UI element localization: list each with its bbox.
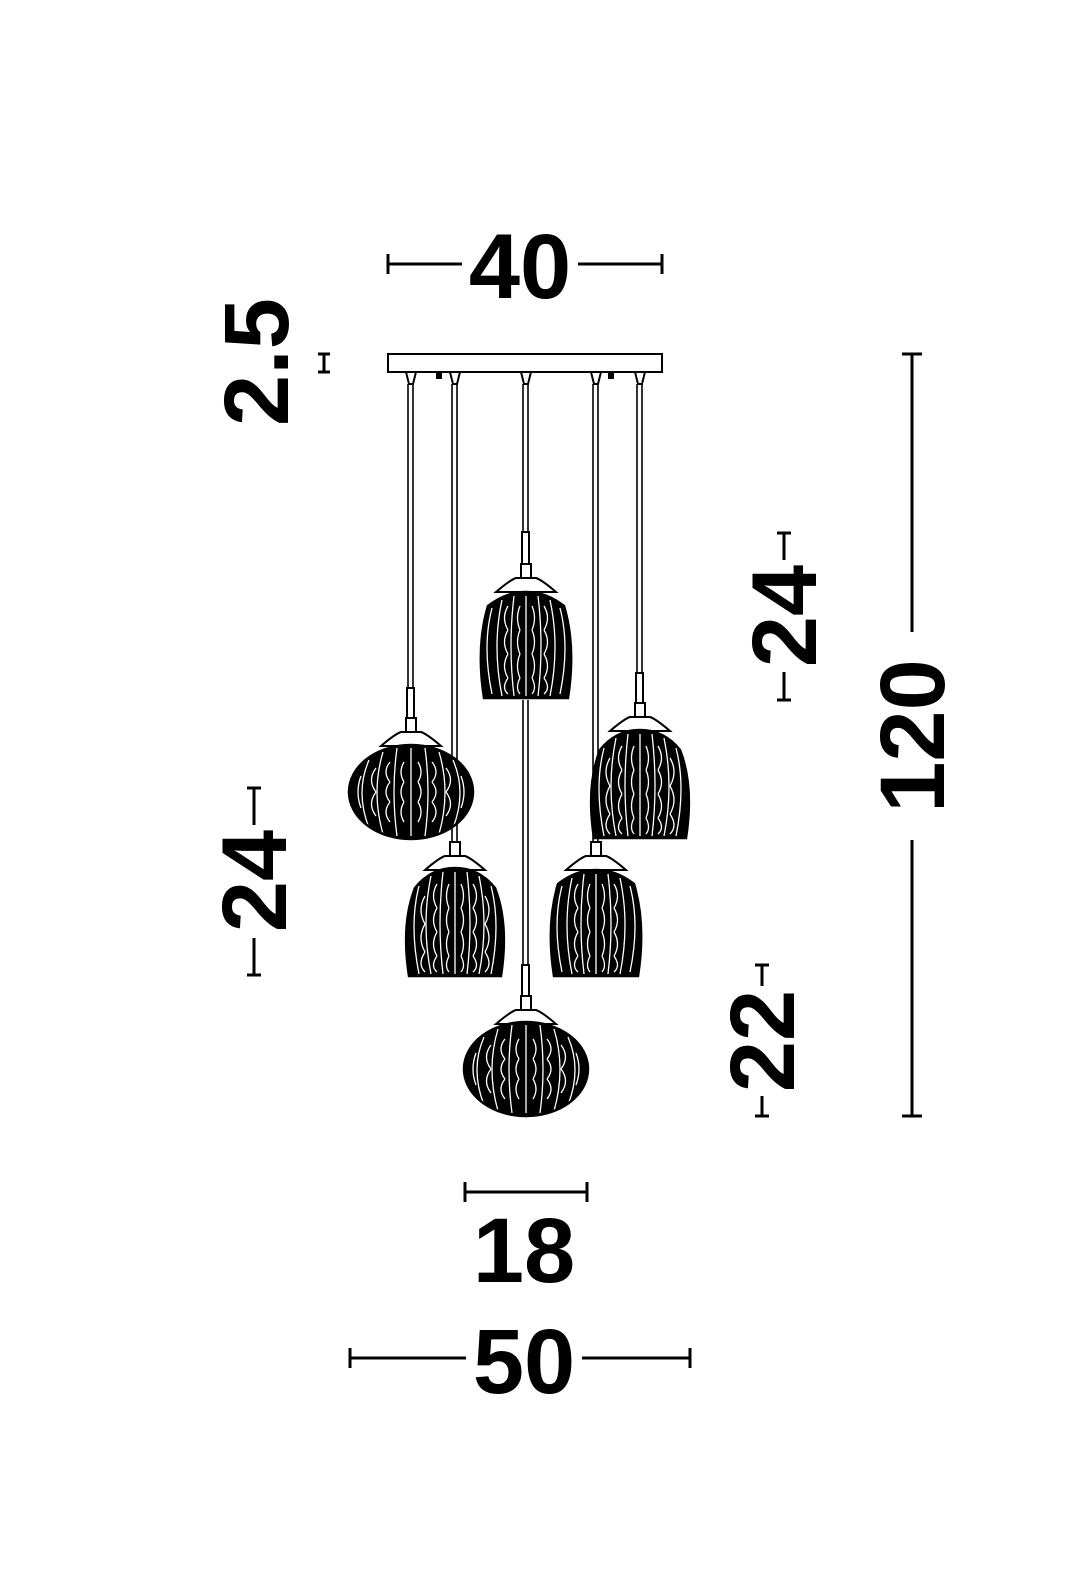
pendant-shade-lower-right bbox=[549, 841, 643, 978]
dimension-shade-height-right: 24 bbox=[734, 531, 836, 702]
pendant-shade-top-center bbox=[479, 563, 573, 700]
ceiling-canopy bbox=[387, 353, 663, 385]
overall-height-label: 120 bbox=[862, 659, 964, 813]
dimension-canopy-width: 40 bbox=[386, 216, 664, 318]
dimension-shade-height-bottom: 22 bbox=[712, 963, 814, 1118]
pendant-shade-bottom-center bbox=[462, 995, 590, 1118]
shade-height-bottom-label: 22 bbox=[712, 990, 814, 1092]
shade-width-label: 18 bbox=[473, 1200, 575, 1302]
dimension-canopy-height: 2.5 bbox=[206, 298, 330, 426]
dimension-overall-width: 50 bbox=[348, 1311, 692, 1413]
dimension-overall-height: 120 bbox=[862, 352, 964, 1118]
overall-width-label: 50 bbox=[473, 1311, 575, 1413]
canopy-width-label: 40 bbox=[469, 216, 571, 318]
dimension-shade-width: 18 bbox=[463, 1182, 589, 1302]
shade-height-right-label: 24 bbox=[734, 565, 836, 667]
dimension-shade-height-left: 24 bbox=[204, 786, 306, 977]
suspension-cables bbox=[407, 384, 643, 965]
pendant-shade-mid-right bbox=[589, 702, 691, 840]
shade-height-left-label: 24 bbox=[204, 830, 306, 932]
pendant-shade-lower-left bbox=[404, 841, 506, 978]
canopy-height-label: 2.5 bbox=[206, 298, 308, 426]
pendant-shade-mid-left bbox=[347, 717, 475, 841]
